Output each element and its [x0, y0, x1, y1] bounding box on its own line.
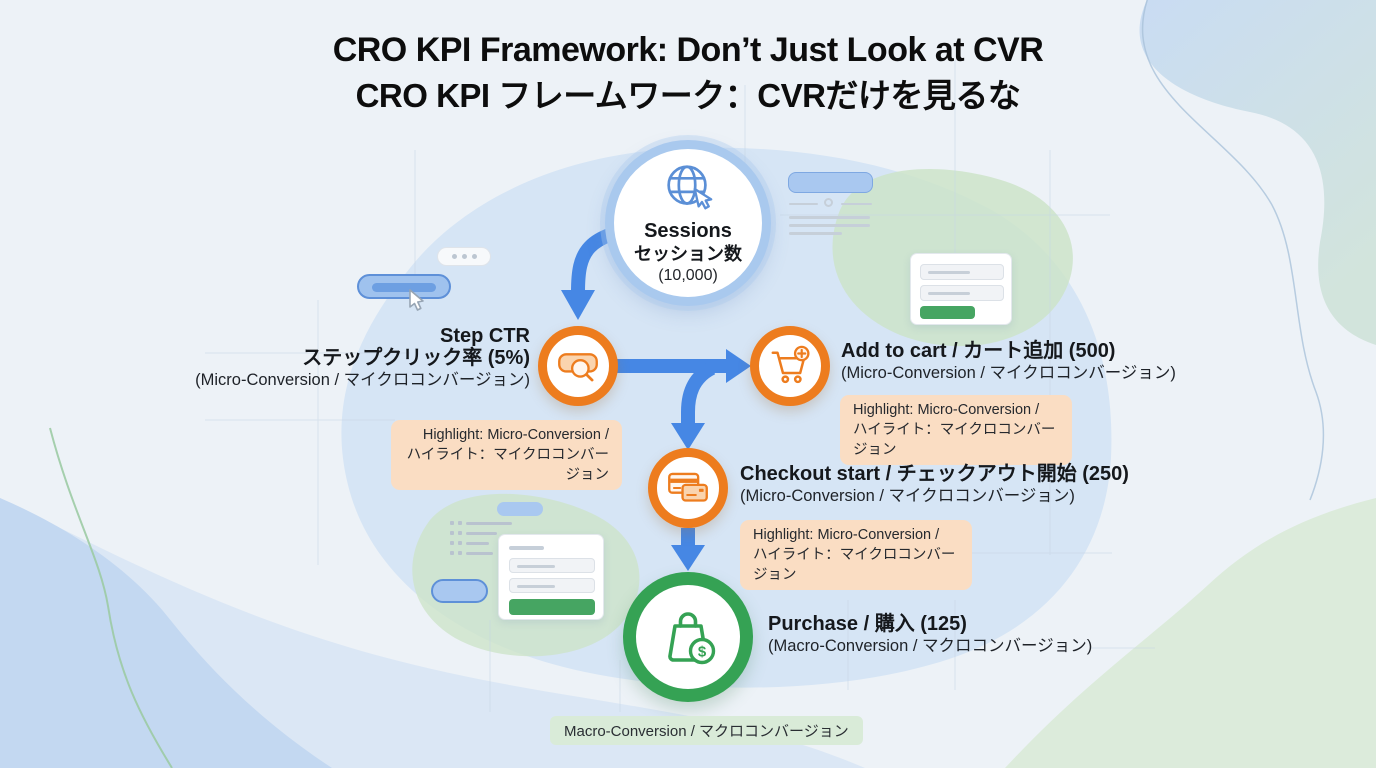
page-title: CRO KPI Framework: Don’t Just Look at CV…: [0, 28, 1376, 118]
mock-list-row: [450, 531, 497, 535]
sessions-value: (10,000): [658, 267, 718, 285]
checkout-type: (Micro-Conversion / マイクロコンバージョン): [740, 487, 1075, 505]
step-ctr-title: Step CTR: [440, 325, 530, 347]
mock-text-line: [789, 224, 870, 227]
mock-submit-button: [920, 306, 975, 319]
highlight-line-en: Highlight: Micro-Conversion /: [422, 427, 609, 443]
mock-button-highlighted: [357, 274, 451, 299]
search-button-icon: [558, 353, 598, 382]
mock-pill-dots: [437, 247, 491, 266]
mock-button-blue: [431, 579, 488, 603]
label-purchase: Purchase / 購入 (125) (Macro-Conversion / …: [768, 613, 1092, 657]
label-add-to-cart: Add to cart / カート追加 (500) (Micro-Convers…: [841, 340, 1176, 384]
title-english: CRO KPI Framework: Don’t Just Look at CV…: [332, 31, 1044, 69]
cursor-icon: [409, 289, 424, 311]
mock-submit-button: [509, 599, 595, 615]
sessions-label-ja: セッション数: [634, 243, 742, 264]
node-add-to-cart: [750, 326, 830, 406]
step-ctr-type: (Micro-Conversion / マイクロコンバージョン): [195, 371, 530, 389]
mock-input-field: [920, 285, 1004, 301]
step-ctr-subtitle: ステップクリック率 (5%): [302, 347, 530, 369]
label-step-ctr: Step CTR ステップクリック率 (5%) (Micro-Conversio…: [195, 325, 530, 391]
highlight-badge-step-ctr: Highlight: Micro-Conversion / ハイライト：マイクロ…: [391, 420, 622, 490]
mock-divider-line: [789, 203, 818, 205]
mock-text-line: [789, 232, 842, 235]
cart-plus-icon: [771, 345, 810, 384]
highlight-line-ja: ハイライト：マイクロコンバージョン: [406, 447, 609, 483]
highlight-badge-add-to-cart: Highlight: Micro-Conversion / ハイライト：マイクロ…: [840, 395, 1072, 465]
highlight-line-en: Highlight: Micro-Conversion /: [753, 527, 940, 543]
node-checkout-start: [648, 448, 728, 528]
highlight-line-ja: ハイライト：マイクロコンバージョン: [753, 547, 956, 583]
mock-divider-line: [841, 203, 872, 205]
shopping-bag-dollar-icon: $: [668, 612, 716, 665]
mock-text-line: [789, 216, 870, 219]
node-purchase: $: [623, 572, 753, 702]
macro-conversion-badge: Macro-Conversion / マクロコンバージョン: [550, 716, 863, 745]
highlight-line-ja: ハイライト：マイクロコンバージョン: [853, 422, 1056, 458]
globe-cursor-icon: [667, 165, 713, 210]
highlight-badge-checkout: Highlight: Micro-Conversion / ハイライト：マイクロ…: [740, 520, 972, 590]
checkout-title: Checkout start / チェックアウト開始 (250): [740, 463, 1129, 485]
mock-input-field: [920, 264, 1004, 280]
sessions-label-en: Sessions: [644, 219, 732, 242]
mock-list-row: [450, 521, 512, 525]
purchase-title: Purchase / 購入 (125): [768, 613, 967, 635]
label-checkout-start: Checkout start / チェックアウト開始 (250) (Micro-…: [740, 463, 1129, 507]
node-sessions: Sessions セッション数 (10,000): [605, 140, 771, 306]
highlight-line-en: Highlight: Micro-Conversion /: [853, 402, 1040, 418]
node-step-ctr: [538, 326, 618, 406]
mock-input-field: [509, 558, 595, 573]
add-to-cart-type: (Micro-Conversion / マイクロコンバージョン): [841, 364, 1176, 382]
title-japanese: CRO KPI フレームワーク：CVRだけを見るな: [355, 76, 1021, 114]
arrowhead-right: [726, 349, 751, 383]
add-to-cart-title: Add to cart / カート追加 (500): [841, 340, 1116, 362]
arrowhead-down: [671, 423, 705, 450]
arrowhead-down: [671, 545, 705, 571]
mock-form-card: [498, 534, 604, 620]
arrow-stepctr-to-checkout: [681, 361, 716, 425]
mock-chip-blue: [497, 502, 543, 516]
mock-list-row: [450, 551, 493, 555]
mock-button-blue: [788, 172, 873, 193]
mock-card-title-line: [509, 546, 544, 550]
purchase-type: (Macro-Conversion / マクロコンバージョン): [768, 637, 1093, 655]
svg-text:$: $: [698, 644, 707, 661]
mock-divider-dot: [824, 198, 833, 207]
credit-cards-icon: [668, 472, 708, 502]
mock-form-card: [910, 253, 1012, 325]
mock-list-row: [450, 541, 489, 545]
mock-input-field: [509, 578, 595, 593]
arrowhead-down: [561, 290, 595, 320]
